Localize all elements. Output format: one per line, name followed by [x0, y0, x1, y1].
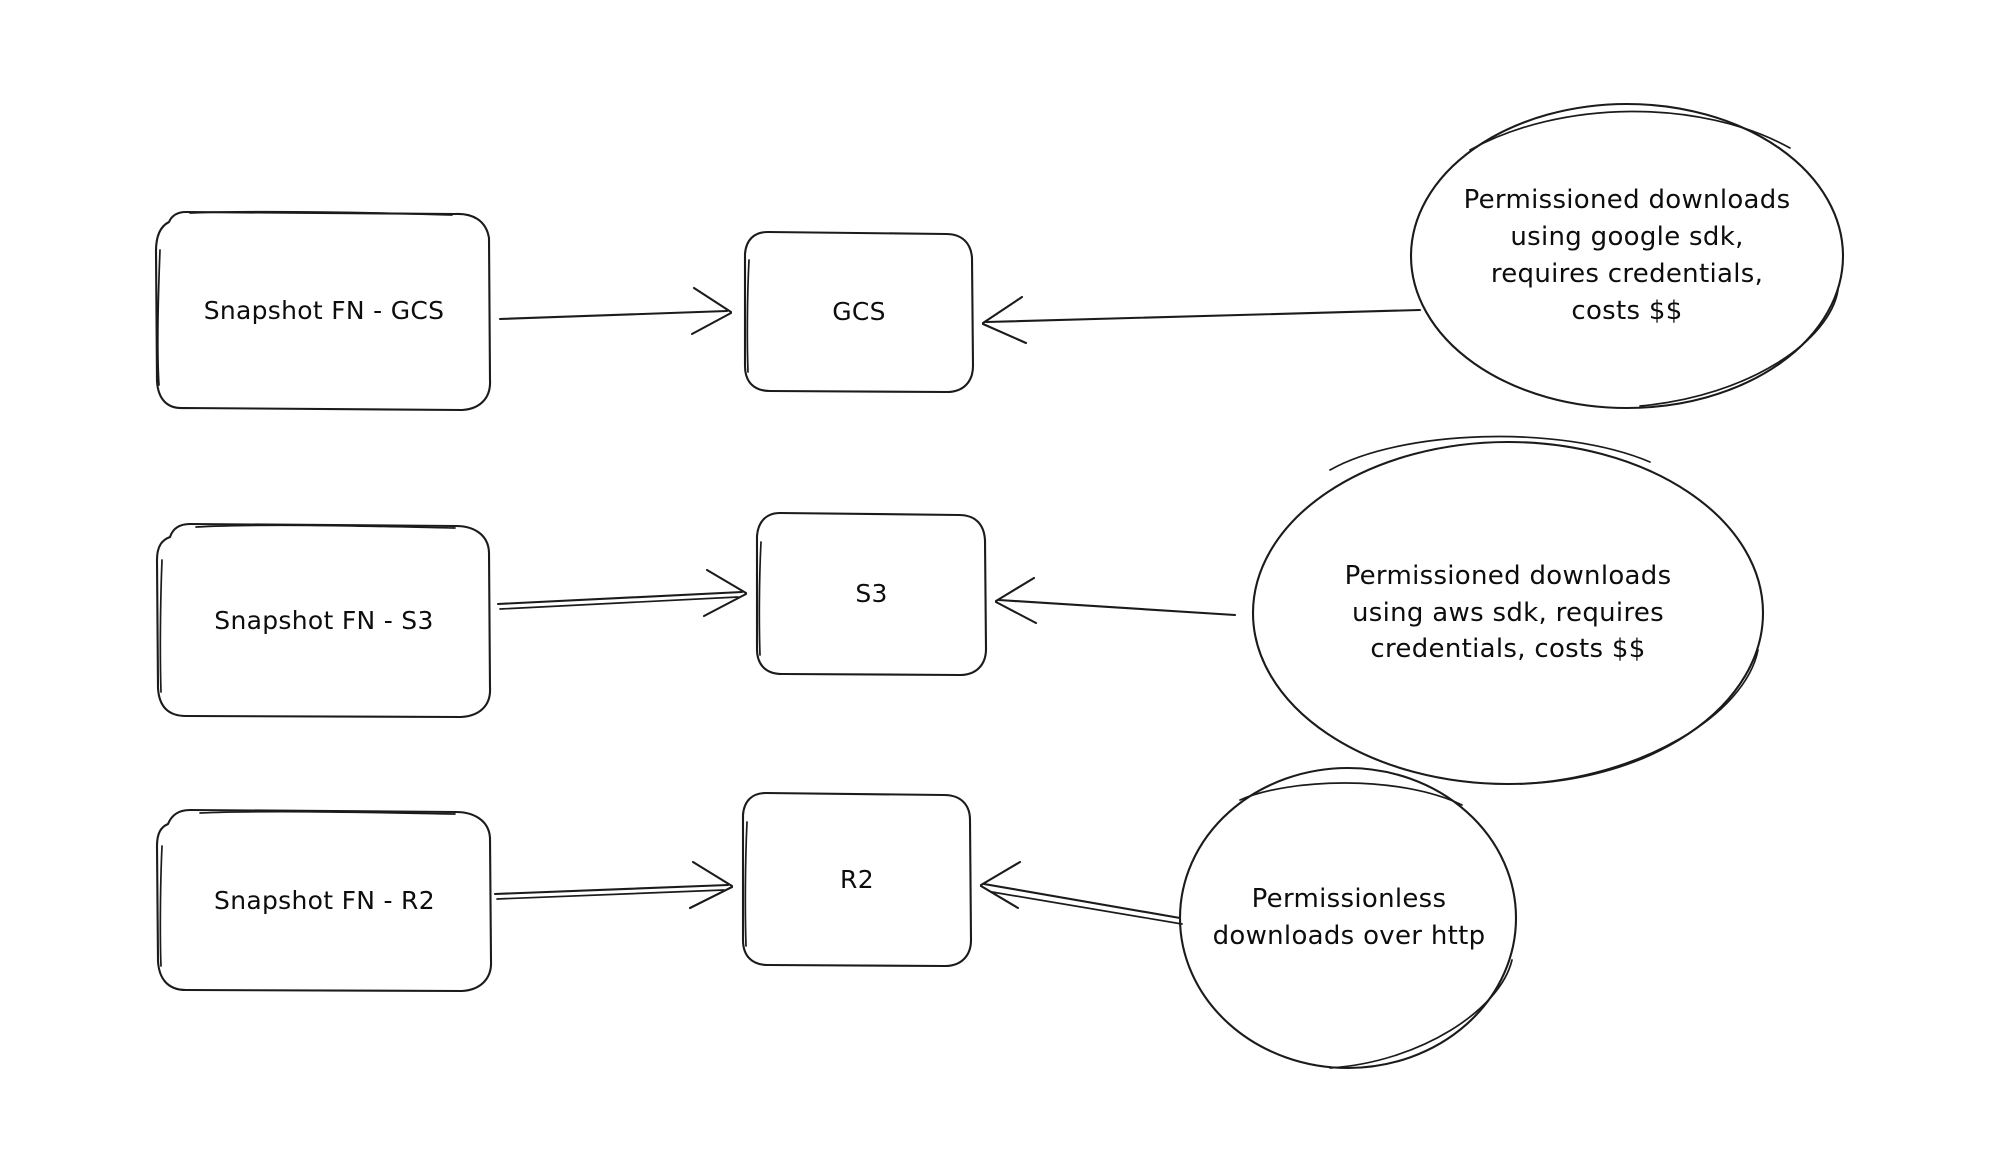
shape-s3[interactable] — [755, 511, 988, 677]
shape-snapshot-fn-r2[interactable] — [155, 808, 493, 993]
arrow-note-s3-to-s3 — [994, 576, 1237, 625]
shape-snapshot-fn-gcs[interactable] — [154, 210, 492, 412]
arrow-snapshot-r2-to-r2 — [493, 860, 734, 910]
shape-note-s3[interactable] — [1251, 435, 1765, 786]
shape-note-gcs[interactable] — [1409, 102, 1845, 410]
shape-gcs[interactable] — [743, 230, 975, 394]
arrow-note-r2-to-r2 — [979, 860, 1183, 925]
arrow-snapshot-gcs-to-gcs — [498, 286, 733, 336]
shape-r2[interactable] — [741, 791, 973, 968]
shape-snapshot-fn-s3[interactable] — [155, 522, 492, 719]
arrow-note-gcs-to-gcs — [981, 295, 1422, 345]
shape-note-r2[interactable] — [1178, 766, 1518, 1070]
arrow-snapshot-s3-to-s3 — [496, 568, 748, 618]
